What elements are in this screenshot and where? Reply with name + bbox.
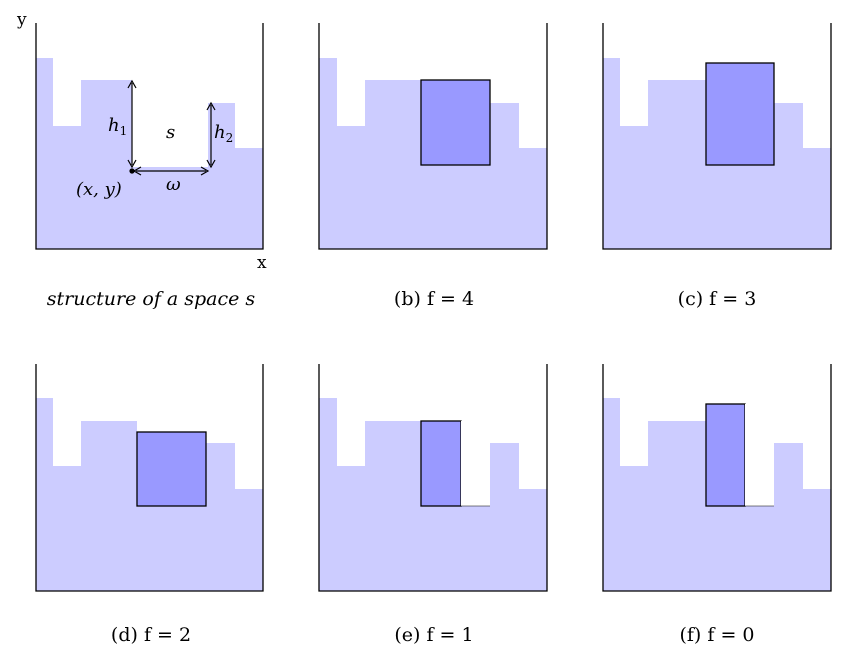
h2-arrowhead-top — [206, 101, 216, 111]
x-axis-label: x — [257, 253, 267, 273]
y-axis-label: y — [16, 10, 27, 30]
caption-c: (c) f = 3 — [678, 288, 757, 310]
gap — [745, 404, 774, 506]
container-walls — [602, 23, 832, 250]
placed-block — [420, 79, 491, 166]
caption-f: (f) f = 0 — [679, 624, 754, 646]
h2-label: h2 — [214, 122, 233, 145]
panel-d: (d) f = 2 — [35, 364, 264, 646]
omega-arrowhead-right — [200, 166, 210, 176]
h1-arrowhead-top — [127, 79, 137, 89]
container-walls — [318, 364, 548, 592]
gap — [461, 421, 490, 506]
caption-d: (d) f = 2 — [111, 624, 191, 646]
point-label: (x, y) — [76, 179, 122, 200]
placed-block — [705, 403, 746, 507]
container-walls — [35, 364, 264, 592]
placed-block — [136, 431, 207, 507]
s-label: s — [166, 122, 175, 143]
placed-block — [705, 62, 775, 166]
panel-b: (b) f = 4 — [318, 23, 548, 310]
origin-point — [129, 168, 135, 174]
caption-b: (b) f = 4 — [394, 288, 474, 310]
h2-arrowhead-bottom — [206, 159, 216, 169]
caption-a: structure of a space s — [47, 288, 256, 310]
h1-label: h1 — [108, 115, 127, 138]
container-walls — [35, 23, 264, 250]
landscape — [36, 58, 263, 249]
h1-arrowhead-bottom — [127, 159, 137, 169]
container-walls — [602, 364, 832, 592]
caption-e: (e) f = 1 — [394, 624, 473, 646]
placed-block — [420, 420, 462, 507]
panel-f: (f) f = 0 — [602, 364, 832, 646]
container-walls — [318, 23, 548, 250]
omega-label: ω — [166, 174, 181, 195]
panel-c: (c) f = 3 — [602, 23, 832, 310]
panel-e: (e) f = 1 — [318, 364, 548, 646]
panel-a: y x h1 h2 s ω (x, y) structure of a spac… — [16, 10, 267, 310]
